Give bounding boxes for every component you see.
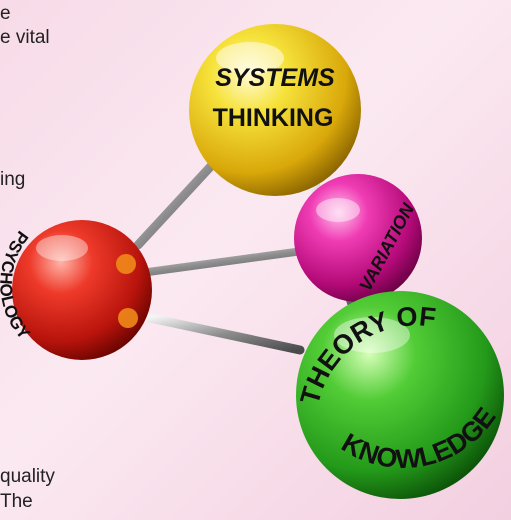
rod-systems-psychology (133, 160, 217, 250)
systems-thinking-label-line2: THINKING (213, 104, 334, 132)
systems-thinking-label-line1: SYSTEMS (215, 64, 335, 92)
sphere-theory-of-knowledge: THEORY OF KNOWLEDGE (295, 291, 504, 499)
rod-psychology-variation (144, 246, 314, 276)
text-fragment: e (0, 3, 11, 24)
sphere-psychology: PSYCHOLOGY (0, 220, 152, 360)
text-fragment: ing (0, 169, 26, 190)
text-fragment: quality (0, 466, 55, 487)
sphere-variation: VARIATION (294, 174, 422, 302)
rod-psychology-theory (145, 313, 305, 355)
text-fragment: The (0, 491, 33, 512)
text-fragment: e vital (0, 27, 50, 48)
sphere-systems-thinking: SYSTEMS THINKING (189, 24, 361, 196)
